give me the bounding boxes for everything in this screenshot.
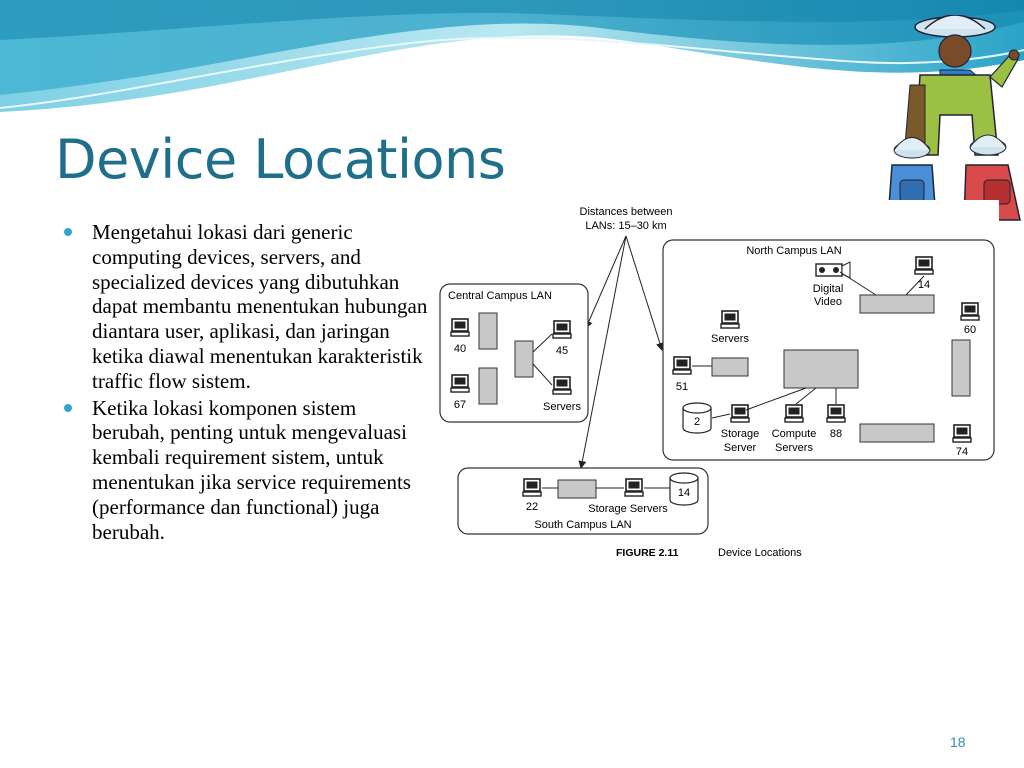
bullet-dot-icon [64, 403, 72, 412]
bullet-item: Ketika lokasi komponen sistem berubah, p… [62, 396, 432, 545]
server-icon [720, 310, 740, 329]
page-number: 18 [950, 734, 966, 750]
storage-disk-label: 2 [694, 416, 700, 428]
header-wave-decoration [0, 0, 1024, 112]
central-campus-label: Central Campus LAN [448, 290, 552, 302]
north-campus-label: North Campus LAN [746, 245, 841, 257]
device-14-icon [914, 256, 934, 275]
device-22-label: 22 [526, 501, 538, 513]
distance-note-line1: Distances between [580, 206, 673, 218]
device-88-icon [826, 404, 846, 423]
device-40-icon [450, 318, 470, 337]
bullet-text: Mengetahui lokasi dari generic computing… [92, 220, 428, 393]
device-45-label: 45 [556, 345, 568, 357]
north-switch-rect [859, 294, 935, 314]
network-diagram: Distances between LANs: 15–30 km Central… [439, 206, 995, 559]
device-51-label: 51 [676, 381, 688, 393]
distance-arrow [625, 235, 664, 351]
device-51-icon [672, 356, 692, 375]
storage-server-label-line2: Server [724, 442, 757, 454]
device-45-icon [552, 320, 572, 339]
device-locations-figure: Distances between LANs: 15–30 km Central… [436, 200, 999, 566]
compute-servers-label-line2: Servers [775, 442, 813, 454]
north-switch-rect [711, 357, 749, 377]
central-campus-lan-box [439, 283, 589, 423]
bullet-item: Mengetahui lokasi dari generic computing… [62, 220, 432, 394]
device-67-icon [450, 374, 470, 393]
router-rect [514, 340, 534, 378]
device-67-label: 67 [454, 399, 466, 411]
north-router-rect [783, 349, 859, 389]
digital-video-label-line2: Video [814, 296, 842, 308]
device-22-icon [522, 478, 542, 497]
north-servers-label: Servers [711, 333, 749, 345]
bullet-dot-icon [64, 228, 72, 236]
south-campus-label: South Campus LAN [534, 519, 631, 531]
storage-server-icon [730, 404, 750, 423]
server-icon [552, 376, 572, 395]
compute-server-icon [784, 404, 804, 423]
distance-arrow [585, 235, 627, 329]
south-campus-lan-box [457, 467, 709, 535]
switch-rect [478, 367, 498, 405]
south-switch-rect [557, 479, 597, 499]
distance-arrow [578, 235, 627, 469]
storage-disk-icon [669, 472, 699, 506]
storage-server-label-line1: Storage [721, 428, 760, 440]
slide-title: Device Locations [55, 128, 506, 191]
device-40-label: 40 [454, 343, 466, 355]
device-74-label: 74 [956, 446, 968, 458]
compute-servers-label-line1: Compute [772, 428, 817, 440]
digital-video-label-line1: Digital [813, 283, 844, 295]
figure-caption-text: Device Locations [718, 547, 802, 559]
hiker-clipart [887, 15, 1021, 224]
figure-caption-number: FIGURE 2.11 [616, 547, 679, 559]
storage-disk-icon [682, 402, 712, 434]
device-60-icon [960, 302, 980, 321]
south-disk-label: 14 [678, 487, 690, 499]
switch-rect [478, 312, 498, 350]
bullet-text: Ketika lokasi komponen sistem berubah, p… [92, 395, 411, 544]
device-60-label: 60 [964, 324, 976, 336]
device-88-label: 88 [830, 428, 842, 440]
south-storage-servers-label: Storage Servers [588, 503, 668, 515]
device-74-icon [952, 424, 972, 443]
storage-server-icon [624, 478, 644, 497]
bullet-list: Mengetahui lokasi dari generic computing… [62, 220, 432, 546]
north-switch-rect [951, 339, 971, 397]
central-servers-label: Servers [543, 401, 581, 413]
north-switch-rect [859, 423, 935, 443]
distance-note-line2: LANs: 15–30 km [585, 220, 666, 232]
device-14-label: 14 [918, 279, 930, 291]
